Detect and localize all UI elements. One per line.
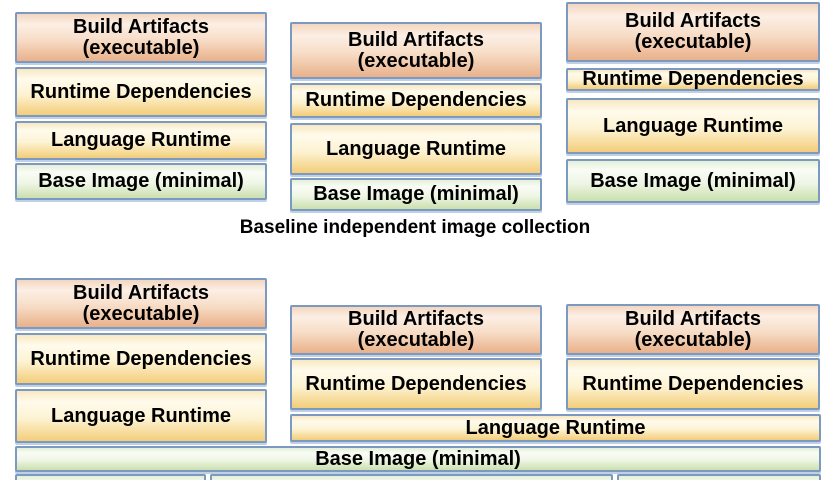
layer-label: Language Runtime bbox=[602, 114, 783, 137]
bottom-stack1-build-artifacts-layer: Build Artifacts (executable) bbox=[15, 278, 267, 329]
layer-label: Language Runtime bbox=[465, 416, 646, 439]
shared-base-image-layer: Base Image (minimal) bbox=[15, 446, 821, 472]
layer-label: (executable) bbox=[634, 328, 752, 351]
layer-label: Build Artifacts bbox=[73, 15, 209, 38]
layer-label: Base Image (minimal) bbox=[313, 183, 519, 205]
layer-label: Build Artifacts bbox=[348, 308, 484, 330]
top-stack2-base-image-layer: Base Image (minimal) bbox=[290, 178, 542, 211]
top-stack1-build-artifacts-layer: Build Artifacts (executable) bbox=[15, 12, 267, 63]
layer-label: (executable) bbox=[357, 49, 475, 72]
layer-label: (executable) bbox=[634, 31, 752, 53]
layer-label: (executable) bbox=[357, 329, 475, 351]
layer-label: Build Artifacts bbox=[625, 307, 761, 330]
layer-label: Runtime Dependencies bbox=[30, 80, 252, 103]
layer-label: Runtime Dependencies bbox=[305, 89, 527, 111]
layer-label: Base Image (minimal) bbox=[38, 170, 244, 192]
layer-label: Build Artifacts bbox=[348, 28, 484, 51]
layer-label: Build Artifacts bbox=[625, 10, 761, 32]
layer-label: Language Runtime bbox=[50, 404, 231, 427]
top-stack2-language-runtime-layer: Language Runtime bbox=[290, 123, 542, 175]
cutoff-layer-middle bbox=[210, 474, 613, 480]
bottom-stack2-build-artifacts-layer: Build Artifacts (executable) bbox=[290, 305, 542, 355]
layer-label: Build Artifacts bbox=[73, 281, 209, 304]
bottom-stack1-language-runtime-layer: Language Runtime bbox=[15, 389, 267, 443]
layer-label: Language Runtime bbox=[50, 129, 231, 151]
shared-language-runtime-layer: Language Runtime bbox=[290, 414, 821, 442]
cutoff-layer-right bbox=[617, 474, 821, 480]
layer-label: Base Image (minimal) bbox=[590, 169, 796, 192]
top-stack1-runtime-dependencies-layer: Runtime Dependencies bbox=[15, 67, 267, 117]
cutoff-layer-left bbox=[15, 474, 206, 480]
layer-label: Runtime Dependencies bbox=[582, 372, 804, 395]
top-stack2-runtime-dependencies-layer: Runtime Dependencies bbox=[290, 83, 542, 118]
layer-label: Runtime Dependencies bbox=[582, 68, 804, 90]
bottom-stack3-build-artifacts-layer: Build Artifacts (executable) bbox=[566, 304, 820, 355]
layer-label: (executable) bbox=[82, 302, 200, 325]
top-stack1-language-runtime-layer: Language Runtime bbox=[15, 121, 267, 160]
top-stack3-build-artifacts-layer: Build Artifacts (executable) bbox=[566, 2, 820, 62]
top-stack3-runtime-dependencies-layer: Runtime Dependencies bbox=[566, 68, 820, 91]
layer-label: Base Image (minimal) bbox=[315, 447, 521, 470]
layer-label: Language Runtime bbox=[325, 137, 506, 160]
caption-baseline-independent: Baseline independent image collection bbox=[239, 217, 591, 238]
top-stack3-language-runtime-layer: Language Runtime bbox=[566, 98, 820, 154]
bottom-stack2-runtime-dependencies-layer: Runtime Dependencies bbox=[290, 358, 542, 410]
layer-label: Runtime Dependencies bbox=[305, 372, 527, 395]
top-stack3-base-image-layer: Base Image (minimal) bbox=[566, 159, 820, 203]
top-stack2-build-artifacts-layer: Build Artifacts (executable) bbox=[290, 22, 542, 79]
layer-label: (executable) bbox=[82, 36, 200, 59]
bottom-stack1-runtime-dependencies-layer: Runtime Dependencies bbox=[15, 333, 267, 385]
top-stack1-base-image-layer: Base Image (minimal) bbox=[15, 163, 267, 200]
bottom-stack3-runtime-dependencies-layer: Runtime Dependencies bbox=[566, 358, 820, 410]
layer-label: Runtime Dependencies bbox=[30, 347, 252, 370]
